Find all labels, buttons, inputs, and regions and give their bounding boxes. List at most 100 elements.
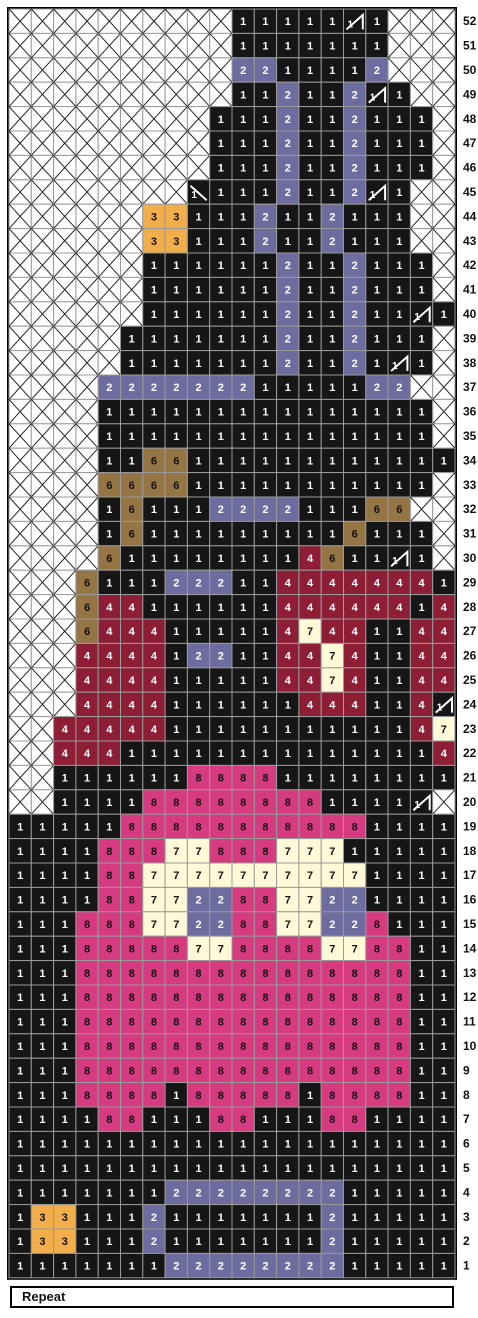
stitch-symbol: 1 [240, 260, 246, 272]
stitch-cell [9, 155, 31, 179]
stitch-symbol: 8 [262, 846, 268, 858]
stitch-cell: 8 [366, 1058, 388, 1082]
stitch-symbol: 8 [173, 821, 179, 833]
stitch-symbol: 1 [173, 626, 179, 638]
stitch-cell [143, 155, 165, 179]
stitch-symbol: 1 [374, 1187, 380, 1199]
stitch-cell: 1 [9, 961, 31, 985]
stitch-symbol: 1 [39, 821, 45, 833]
stitch-cell: 8 [299, 961, 321, 985]
stitch-symbol: 2 [262, 1261, 268, 1273]
stitch-cell: 1 [232, 1229, 254, 1253]
stitch-symbol: 4 [151, 699, 158, 711]
stitch-symbol: 4 [129, 651, 136, 663]
stitch-symbol: 2 [195, 919, 201, 931]
stitch-symbol: 1 [195, 724, 201, 736]
stitch-cell: 1 [254, 595, 276, 619]
stitch-cell: 7 [433, 717, 455, 741]
stitch-symbol: 1 [17, 1163, 23, 1175]
stitch-symbol: 1 [329, 529, 335, 541]
stitch-symbol: 4 [307, 577, 314, 589]
stitch-cell: 1 [210, 155, 232, 179]
stitch-cell: 1 [299, 107, 321, 131]
stitch-symbol: 1 [173, 1236, 179, 1248]
stitch-cell: 1 [299, 765, 321, 789]
stitch-cell: 1 [299, 1131, 321, 1155]
stitch-symbol: 1 [352, 797, 358, 809]
stitch-cell: 1 [433, 1253, 455, 1277]
stitch-cell: 1 [344, 1205, 366, 1229]
stitch-symbol: 2 [352, 309, 358, 321]
stitch-cell: 1 [433, 814, 455, 838]
stitch-cell: 4 [299, 692, 321, 716]
stitch-cell: 8 [299, 936, 321, 960]
row-number: 9 [463, 1063, 470, 1077]
stitch-symbol: 1 [218, 626, 224, 638]
stitch-symbol: 8 [262, 1017, 268, 1029]
stitch-symbol: 1 [39, 1090, 45, 1102]
stitch-cell: 2 [344, 912, 366, 936]
stitch-cell [121, 33, 143, 57]
stitch-symbol: 1 [173, 675, 179, 687]
stitch-cell [54, 326, 76, 350]
stitch-cell [388, 9, 410, 33]
stitch-cell: 1 [187, 692, 209, 716]
stitch-cell: 1 [299, 204, 321, 228]
stitch-cell [54, 692, 76, 716]
stitch-symbol: 8 [329, 1017, 335, 1029]
stitch-cell: 1 [187, 448, 209, 472]
stitch-cell: 3 [31, 1229, 53, 1253]
stitch-symbol: 4 [352, 602, 359, 614]
stitch-symbol: 1 [285, 773, 291, 785]
stitch-cell: 8 [76, 1058, 98, 1082]
stitch-cell: 1 [299, 302, 321, 326]
stitch-symbol: 1 [396, 870, 402, 882]
stitch-cell [76, 180, 98, 204]
stitch-cell [31, 107, 53, 131]
stitch-cell [121, 82, 143, 106]
stitch-cell: 4 [76, 643, 98, 667]
stitch-symbol: 1 [307, 455, 313, 467]
stitch-cell: 1 [388, 839, 410, 863]
stitch-cell: 1 [232, 204, 254, 228]
stitch-symbol: 1 [195, 1139, 201, 1151]
stitch-symbol: 1 [329, 16, 335, 28]
stitch-cell: 1 [366, 424, 388, 448]
stitch-symbol: 1 [106, 773, 112, 785]
stitch-symbol: 1 [129, 577, 135, 589]
stitch-symbol: 1 [195, 333, 201, 345]
stitch-cell: 1 [121, 399, 143, 423]
stitch-cell [54, 351, 76, 375]
stitch-symbol: 1 [418, 260, 424, 272]
stitch-symbol: 1 [173, 553, 179, 565]
stitch-cell: 1 [187, 619, 209, 643]
stitch-cell [143, 107, 165, 131]
stitch-symbol: 1 [285, 724, 291, 736]
stitch-symbol: 4 [285, 651, 292, 663]
stitch-symbol: 2 [352, 919, 358, 931]
stitch-symbol: 1 [240, 577, 246, 589]
stitch-cell: 4 [344, 619, 366, 643]
stitch-cell: 8 [143, 814, 165, 838]
row-number: 48 [463, 112, 477, 126]
row-number: 6 [463, 1137, 470, 1151]
stitch-cell: 1 [366, 1229, 388, 1253]
stitch-symbol: 1 [17, 846, 23, 858]
stitch-cell: 4 [410, 619, 432, 643]
stitch-cell [31, 253, 53, 277]
stitch-cell: 4 [121, 619, 143, 643]
stitch-cell: 1 [321, 107, 343, 131]
stitch-cell: 8 [321, 814, 343, 838]
stitch-cell: 1 [210, 351, 232, 375]
stitch-symbol: 1 [173, 431, 179, 443]
stitch-cell: 1 [54, 961, 76, 985]
stitch-cell: 8 [121, 814, 143, 838]
stitch-cell: 1 [187, 1107, 209, 1131]
stitch-cell: 4 [410, 570, 432, 594]
stitch-cell: 8 [254, 961, 276, 985]
stitch-symbol: 2 [285, 333, 291, 345]
stitch-cell: 8 [277, 985, 299, 1009]
stitch-symbol: 1 [195, 358, 201, 370]
stitch-symbol: 1 [106, 455, 112, 467]
stitch-cell: 1 [388, 277, 410, 301]
